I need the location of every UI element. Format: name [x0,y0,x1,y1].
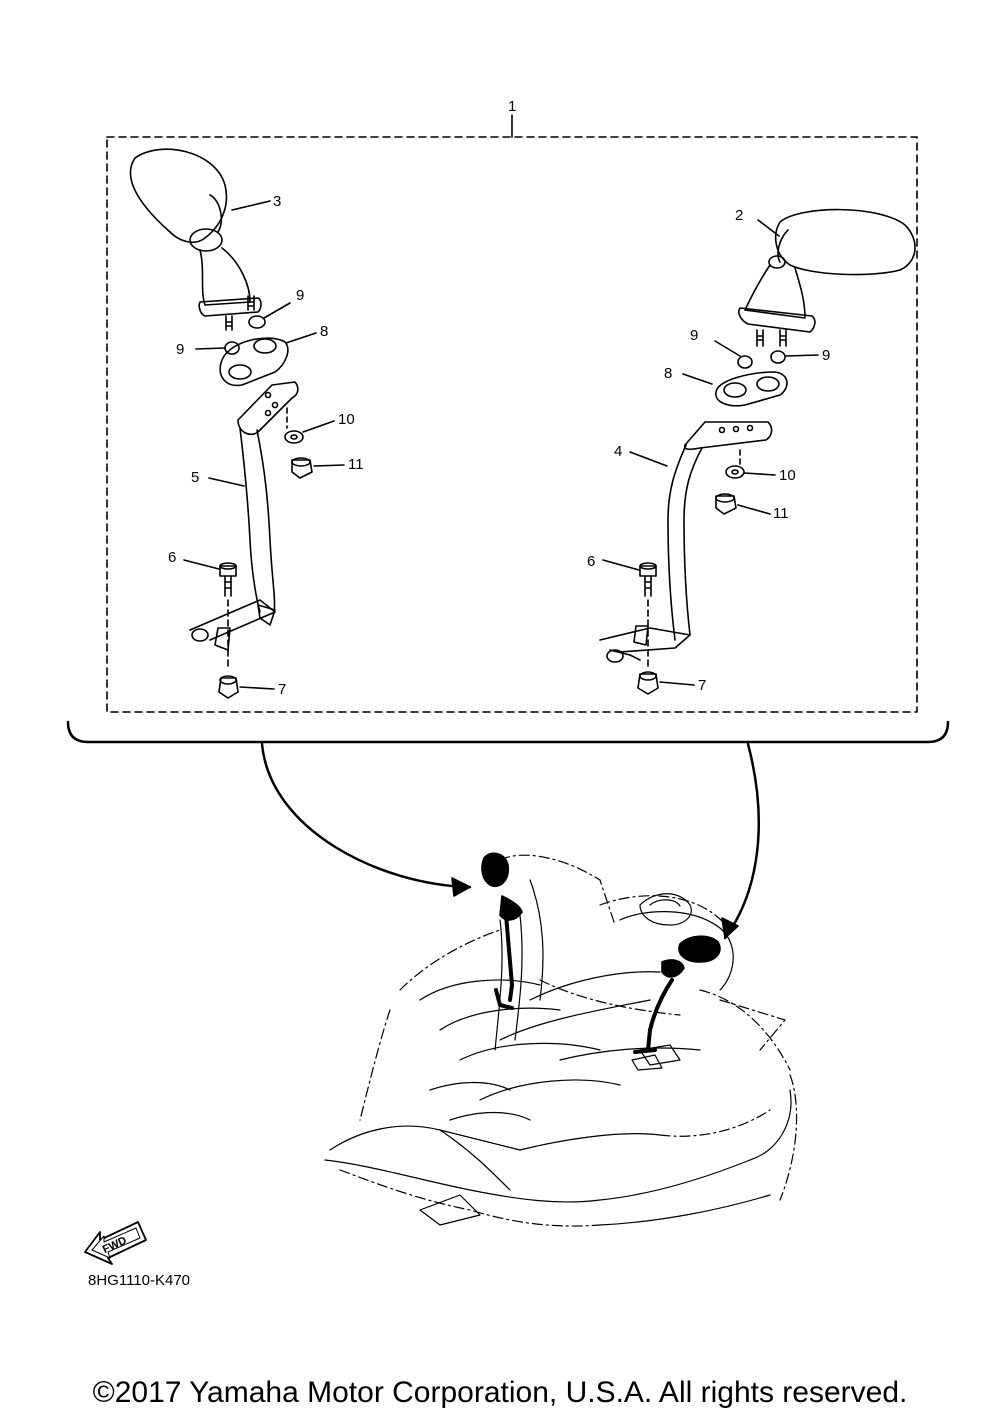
arrow-left-mirror [260,742,472,889]
callout-1: 1 [508,98,516,115]
callout-8-right: 8 [664,365,672,382]
callout-9-left-a: 9 [296,287,304,304]
diagram-code: 8HG1110-K470 [88,1272,191,1289]
callout-11-right: 11 [773,505,789,522]
bolt-6-right [639,562,657,597]
mirror-left [129,148,262,331]
mirror-stay-right [599,421,773,663]
callout-5: 5 [191,469,199,486]
callout-10-right: 10 [779,467,796,484]
copyright-notice: ©2017 Yamaha Motor Corporation, U.S.A. A… [92,1376,908,1409]
gasket-8-right [715,371,788,407]
callout-2: 2 [735,207,743,224]
callout-4: 4 [614,443,622,460]
assembly-frame [106,136,918,713]
nut-11-right [715,493,737,515]
callout-labels: 1 3 2 9 8 9 9 9 8 10 4 11 10 5 11 6 6 7 … [168,98,830,698]
arrow-right-mirror [723,742,760,940]
nut-9-left-a [248,315,266,329]
nut-7-right [637,671,659,695]
callout-10-left: 10 [338,411,355,428]
callout-7-left: 7 [278,681,286,698]
callout-7-right: 7 [698,677,706,694]
installed-mirror-right [678,935,721,963]
gasket-8-left [219,337,289,387]
mirror-stay-left [189,381,299,651]
callout-9-right-a: 9 [690,327,698,344]
callout-11-left: 11 [348,456,364,473]
washer-10-left [284,430,304,444]
nut-7-left [218,675,239,699]
bolt-6-left [219,562,237,597]
nut-9-right-a [737,355,753,369]
group-bracket [66,720,950,744]
mirror-right [738,208,916,347]
callout-9-right-b: 9 [822,347,830,364]
fwd-arrow [84,1221,147,1265]
callout-8-left: 8 [320,323,328,340]
watercraft-illustration [324,854,798,1227]
nut-11-left [291,457,313,479]
nut-9-right-b [770,350,786,364]
installed-mirror-left [481,852,510,887]
washer-10-right [725,465,745,479]
callout-6-right: 6 [587,553,595,570]
callout-9-left-b: 9 [176,341,184,358]
callout-6-left: 6 [168,549,176,566]
callout-3: 3 [273,193,281,210]
